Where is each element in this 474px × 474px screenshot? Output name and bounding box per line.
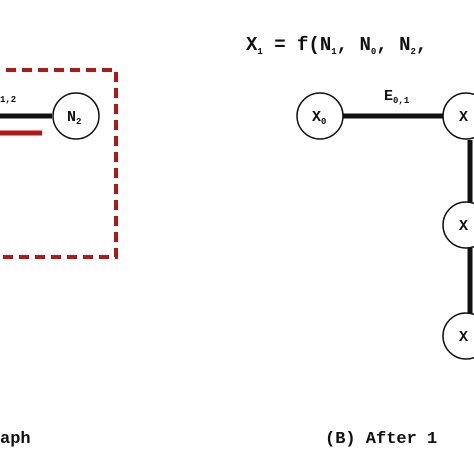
- panel-b-caption: (B) After 1: [325, 430, 437, 449]
- update-equation: X1 = f(N1, N0, N2,: [246, 34, 427, 57]
- node-n2: [52, 92, 100, 140]
- node-n2-label: N2: [67, 109, 81, 127]
- node-x0-label: X0: [312, 109, 326, 127]
- panel-a-caption: aph: [0, 430, 31, 449]
- node-x1: [442, 92, 474, 140]
- highlight-box: [0, 68, 118, 259]
- panel-a: 1,2 N2 aph: [0, 68, 118, 449]
- node-x3: [442, 312, 474, 360]
- node-x2-label: X: [459, 218, 468, 235]
- panel-b: X1 = f(N1, N0, N2, E0,1 X0 X X X (B) Aft…: [246, 34, 474, 449]
- node-x2: [442, 201, 474, 249]
- edge-label-e12: 1,2: [0, 95, 16, 105]
- node-x1-label: X: [459, 109, 468, 126]
- node-x0: [296, 92, 344, 140]
- edge-label-e01: E0,1: [384, 88, 410, 106]
- node-x3-label: X: [459, 329, 468, 346]
